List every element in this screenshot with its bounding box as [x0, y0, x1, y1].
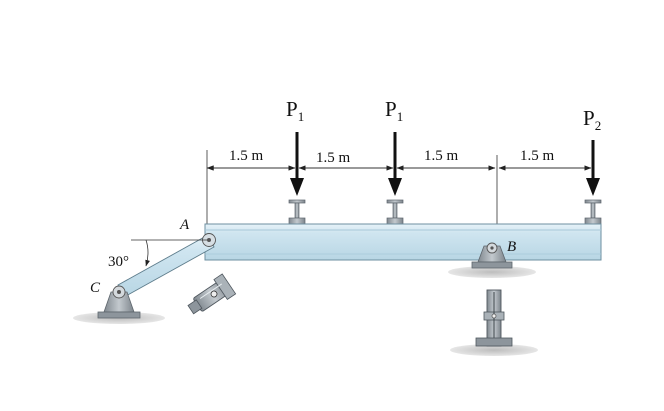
pin-detail: [450, 289, 538, 356]
angle-label: 30°: [108, 254, 129, 270]
dimension-label-3: 1.5 m: [424, 148, 459, 164]
support-b: [448, 242, 536, 278]
dimension-label-2: 1.5 m: [316, 150, 351, 166]
dimension-label-1: 1.5 m: [229, 148, 264, 164]
angle-indicator: [131, 239, 207, 267]
point-label-b: B: [507, 239, 516, 255]
point-label-c: C: [90, 280, 101, 296]
load-label-3: P2: [583, 106, 601, 133]
load-block-2: [386, 199, 404, 225]
dimension-label-4: 1.5 m: [520, 148, 555, 164]
load-arrow-3: [586, 140, 600, 196]
clevis-detail: [187, 273, 237, 315]
load-arrow-1: [290, 132, 304, 196]
support-c: [73, 285, 165, 324]
beam: [204, 223, 602, 261]
load-label-1: P1: [286, 97, 304, 124]
load-block-3: [584, 199, 602, 225]
point-label-a: A: [179, 217, 190, 233]
load-arrow-2: [388, 132, 402, 196]
dimension-extension-lines: [206, 150, 498, 224]
member-ac: [117, 233, 216, 298]
load-block-1: [288, 199, 306, 225]
load-label-2: P1: [385, 97, 403, 124]
